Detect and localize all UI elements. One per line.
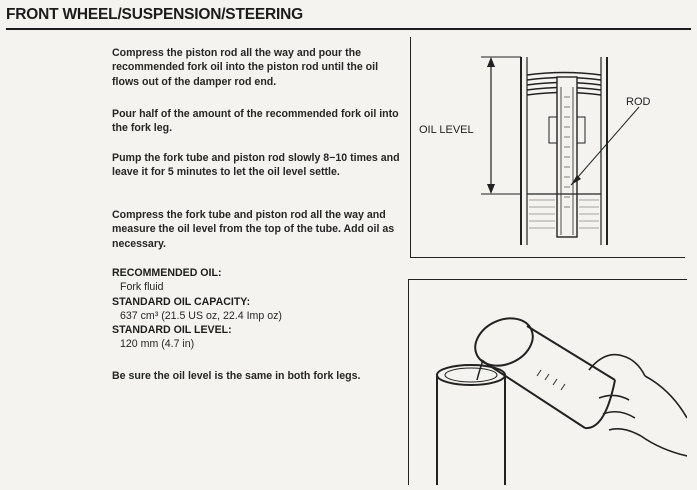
oil-level-value: 120 mm (4.7 in) [120,338,195,351]
oil-pouring-diagram [408,279,688,485]
note-text: Be sure the oil level is the same in bot… [112,370,361,382]
instruction-step-2: Pour half of the amount of the recommend… [112,108,399,135]
header-divider [6,28,691,30]
oil-pouring-illustration [436,317,688,485]
instruction-step-4: Compress the fork tube and piston rod al… [112,209,395,250]
oil-capacity-label: STANDARD OIL CAPACITY: [112,295,251,308]
fork-cross-section-illustration: OIL LEVEL ROD [419,56,651,245]
oil-level-diagram: OIL LEVEL ROD [410,37,685,258]
oil-capacity-value: 637 cm³ (21.5 US oz, 22.4 Imp oz) [120,309,282,322]
page-title: FRONT WHEEL/SUSPENSION/STEERING [6,6,303,23]
recommended-oil-label: RECOMMENDED OIL: [112,267,222,279]
oil-level-label: STANDARD OIL LEVEL: [112,324,232,337]
recommended-oil-value: Fork fluid [120,281,164,294]
instruction-step-1: Compress the piston rod all the way and … [112,47,379,88]
oil-level-callout: OIL LEVEL [419,124,474,136]
rod-callout: ROD [626,96,651,108]
spec-block: RECOMMENDED OIL: Fork fluid STANDARD OIL… [112,266,282,352]
instruction-step-3: Pump the fork tube and piston rod slowly… [112,152,400,179]
